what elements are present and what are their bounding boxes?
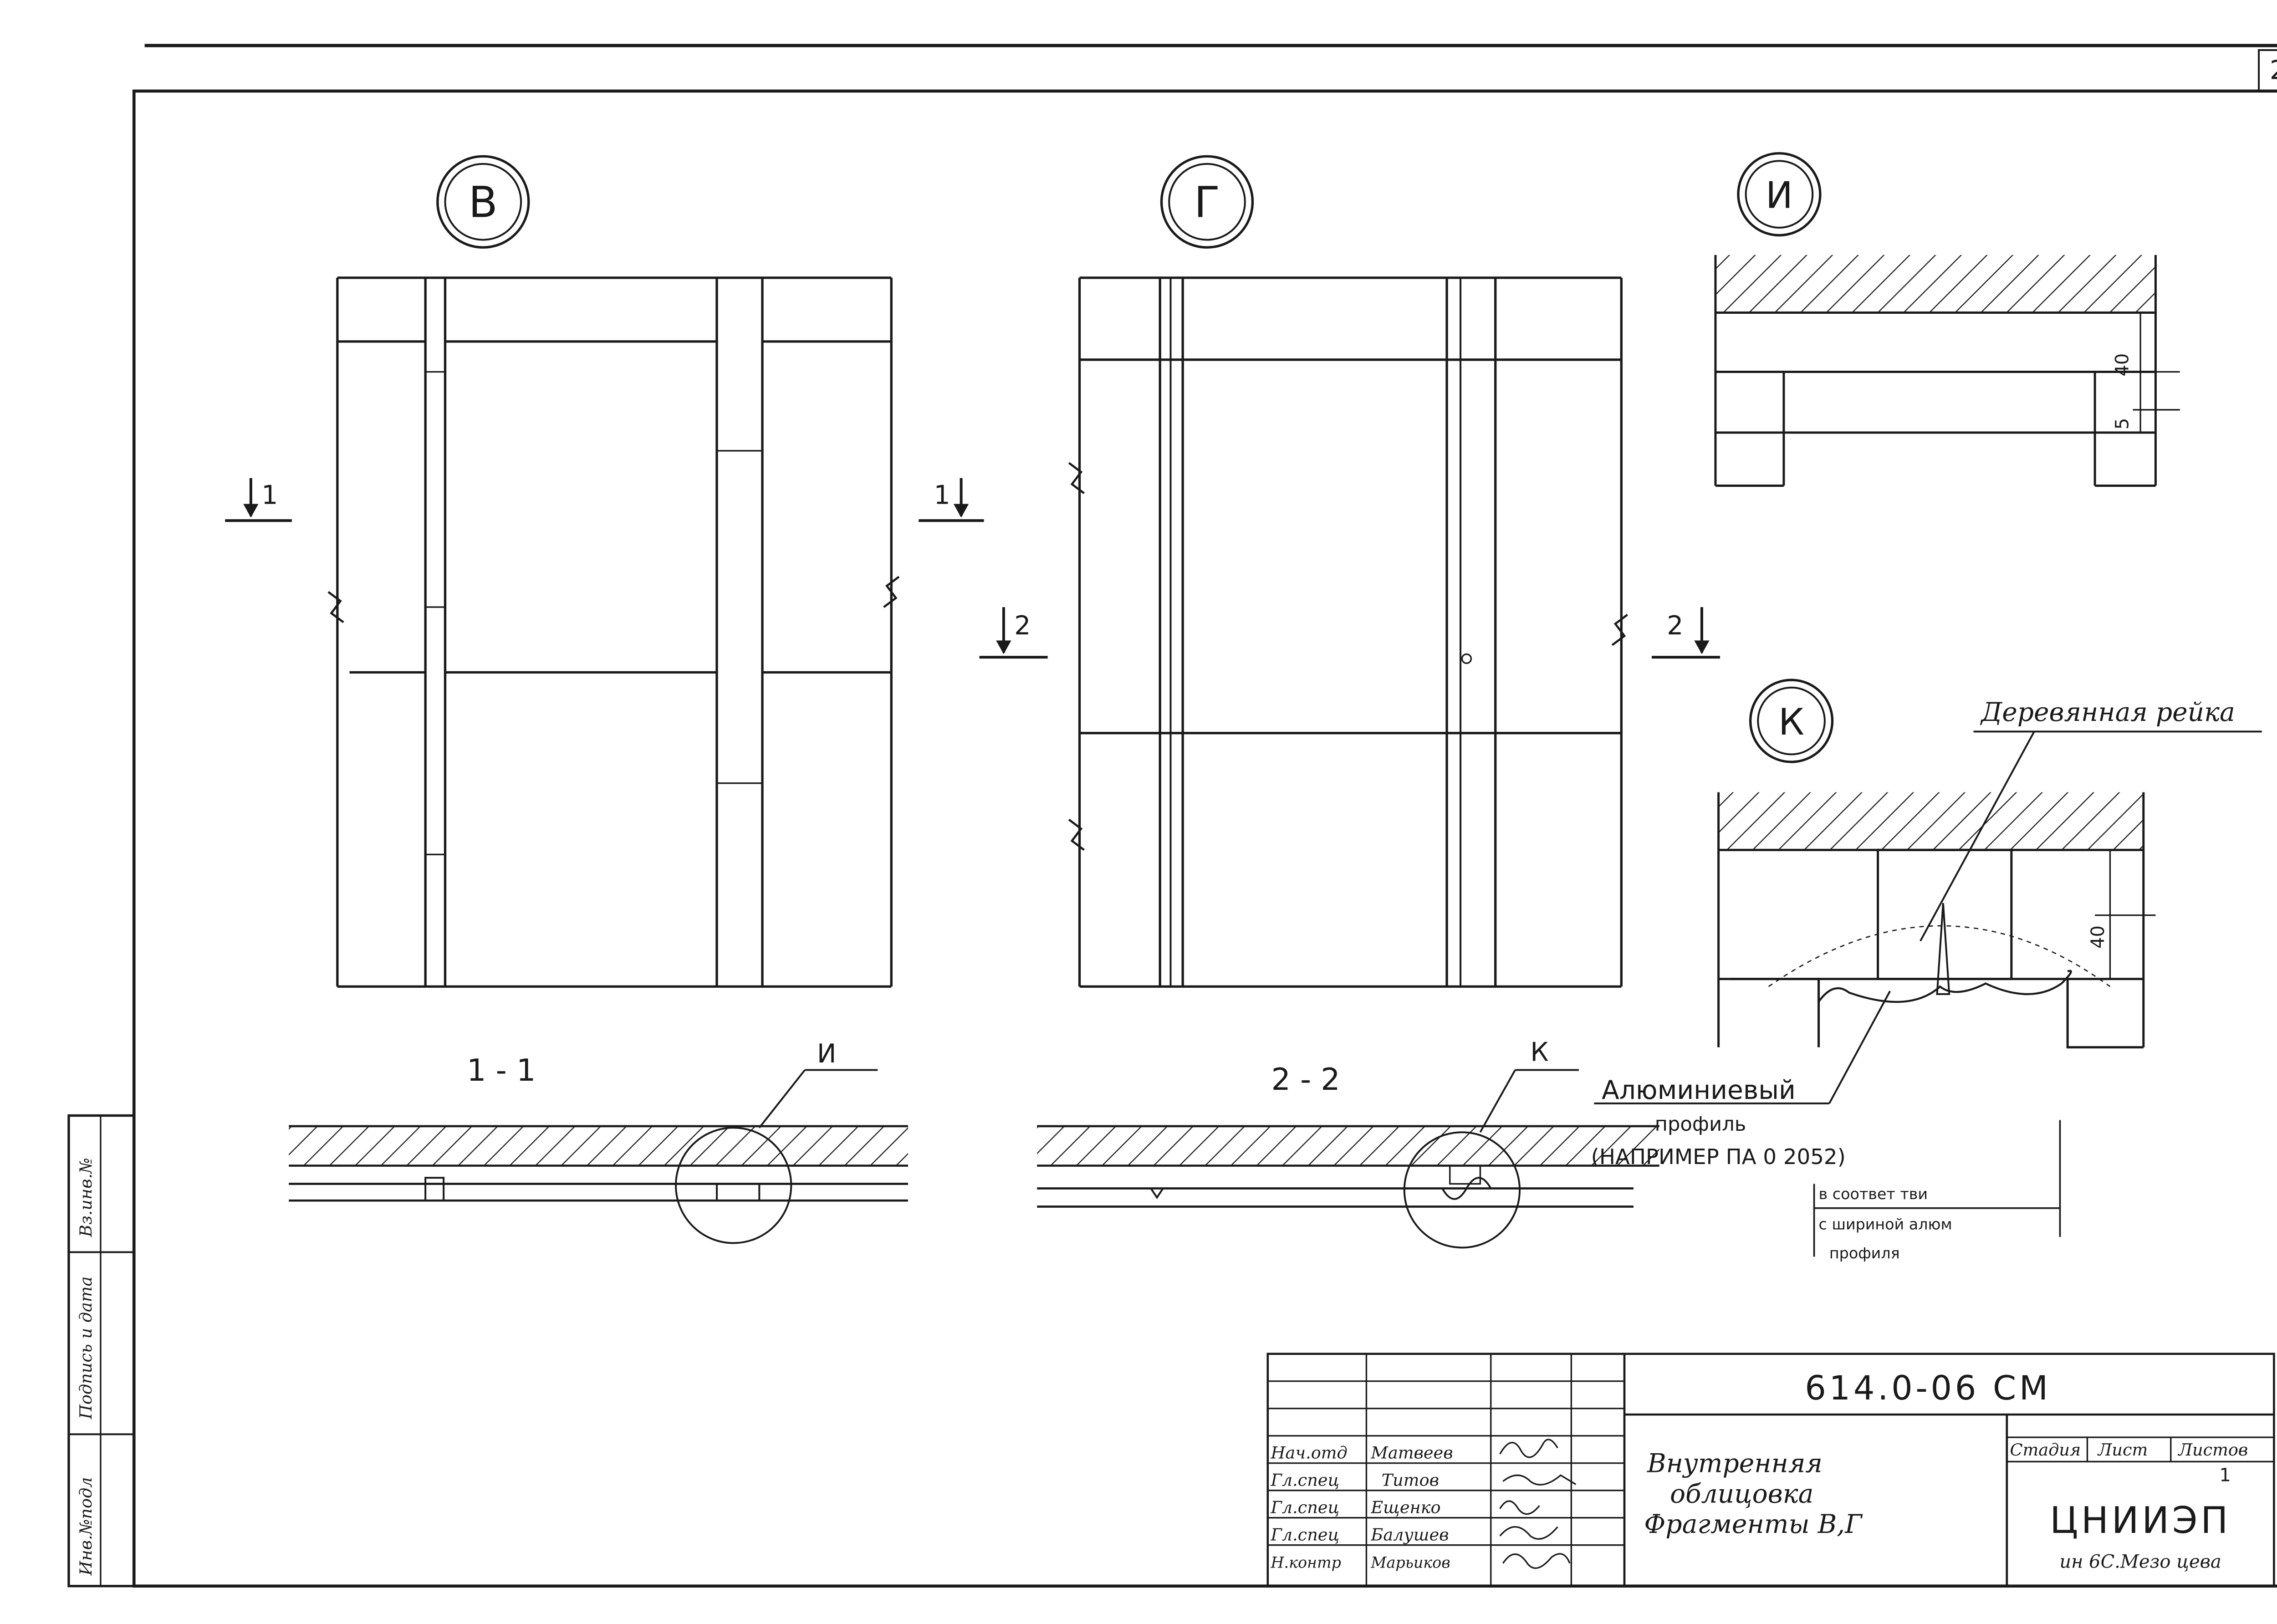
name-3: Ещенко xyxy=(1370,1498,1440,1517)
view-g-label xyxy=(1160,155,1254,249)
detail-i-drawing xyxy=(1714,255,2180,487)
organization: ЦНИИЭП xyxy=(2050,1499,2231,1542)
name-4: Балушев xyxy=(1370,1525,1449,1545)
detail-k-letter: К xyxy=(1778,701,1804,743)
width-note-3: профиля xyxy=(1829,1244,1900,1262)
detail-i-dim-depth: 40 xyxy=(2112,353,2133,377)
role-2: Гл.спец xyxy=(1270,1471,1339,1490)
alu-profile-pointer xyxy=(1828,991,1891,1104)
section-2-title: 2 - 2 xyxy=(1271,1062,1340,1097)
stamp-inv-orig: Инв.№подл xyxy=(76,1477,96,1576)
drawing-title-3: Фрагменты В,Г xyxy=(1644,1509,1863,1539)
page-number: 25 xyxy=(2270,55,2277,85)
document-code: 614.0-06 СМ xyxy=(1805,1369,2051,1408)
role-5: Н.контр xyxy=(1270,1554,1341,1572)
section-2-drawing xyxy=(1037,1069,1659,1249)
sheet-frame xyxy=(132,44,2277,1588)
name-2: Титов xyxy=(1382,1471,1439,1490)
title-block xyxy=(1266,1353,2275,1588)
drawing-title-1: Внутренняя xyxy=(1647,1449,1823,1479)
stamp-inv-dup: Вз.инв.№ xyxy=(76,1158,96,1237)
sheet-count: 1 xyxy=(2219,1465,2231,1486)
name-5: Марьиков xyxy=(1370,1554,1450,1572)
section-mark-1-left: 1 xyxy=(261,480,278,510)
signatures xyxy=(1499,1439,1577,1569)
detail-i-dim-gap: 5 xyxy=(2112,418,2133,429)
section-mark-1-right: 1 xyxy=(934,480,950,510)
role-4: Гл.спец xyxy=(1270,1525,1339,1545)
width-note-1: в соответ тви xyxy=(1819,1185,1928,1203)
drawing-title-2: облицовка xyxy=(1670,1479,1813,1509)
view-g-letter: Г xyxy=(1194,178,1220,228)
section-mark-2-right: 2 xyxy=(1667,611,1683,641)
section-marks-1 xyxy=(225,478,984,522)
detail-k-drawing xyxy=(1717,792,2156,1049)
section-marks-2 xyxy=(979,607,1720,659)
margin-stamp xyxy=(67,1114,135,1588)
view-v-label xyxy=(436,155,530,249)
view-g-elevation xyxy=(1068,276,1629,988)
detail-k-label xyxy=(1749,679,1834,763)
detail-i-label xyxy=(1737,152,1822,237)
name-1: Матвеев xyxy=(1370,1443,1453,1463)
detail-i-letter: И xyxy=(1766,174,1793,217)
alu-profile-example: (НАПРИМЕР ПА 0 2052) xyxy=(1591,1145,1846,1169)
organization-sub: ин 6С.Мезо цева xyxy=(2059,1552,2221,1573)
width-note-2: с шириной алюм xyxy=(1819,1215,1952,1233)
role-1: Нач.отд xyxy=(1270,1443,1347,1463)
section-1-title: 1 - 1 xyxy=(467,1052,536,1088)
role-3: Гл.спец xyxy=(1270,1498,1339,1517)
col-sheets: Листов xyxy=(2177,1440,2248,1460)
col-stage: Стадия xyxy=(2010,1440,2081,1460)
alu-profile-note: Алюминиевый xyxy=(1602,1075,1796,1105)
width-note-lines xyxy=(1813,1120,2061,1257)
section-1-drawing xyxy=(289,1069,908,1244)
view-v-elevation xyxy=(327,276,900,987)
col-sheet: Лист xyxy=(2097,1440,2148,1460)
wood-strip-note: Деревянная рейка xyxy=(1980,697,2235,727)
callout-k: К xyxy=(1530,1037,1548,1067)
detail-k-dim-depth: 40 xyxy=(2088,925,2109,949)
alu-profile-note-2: профиль xyxy=(1655,1113,1746,1136)
view-v-letter: В xyxy=(469,178,498,228)
callout-i: И xyxy=(817,1039,836,1069)
section-mark-2-left: 2 xyxy=(1014,611,1031,641)
stamp-sign-date: Подпись и дата xyxy=(76,1277,96,1420)
